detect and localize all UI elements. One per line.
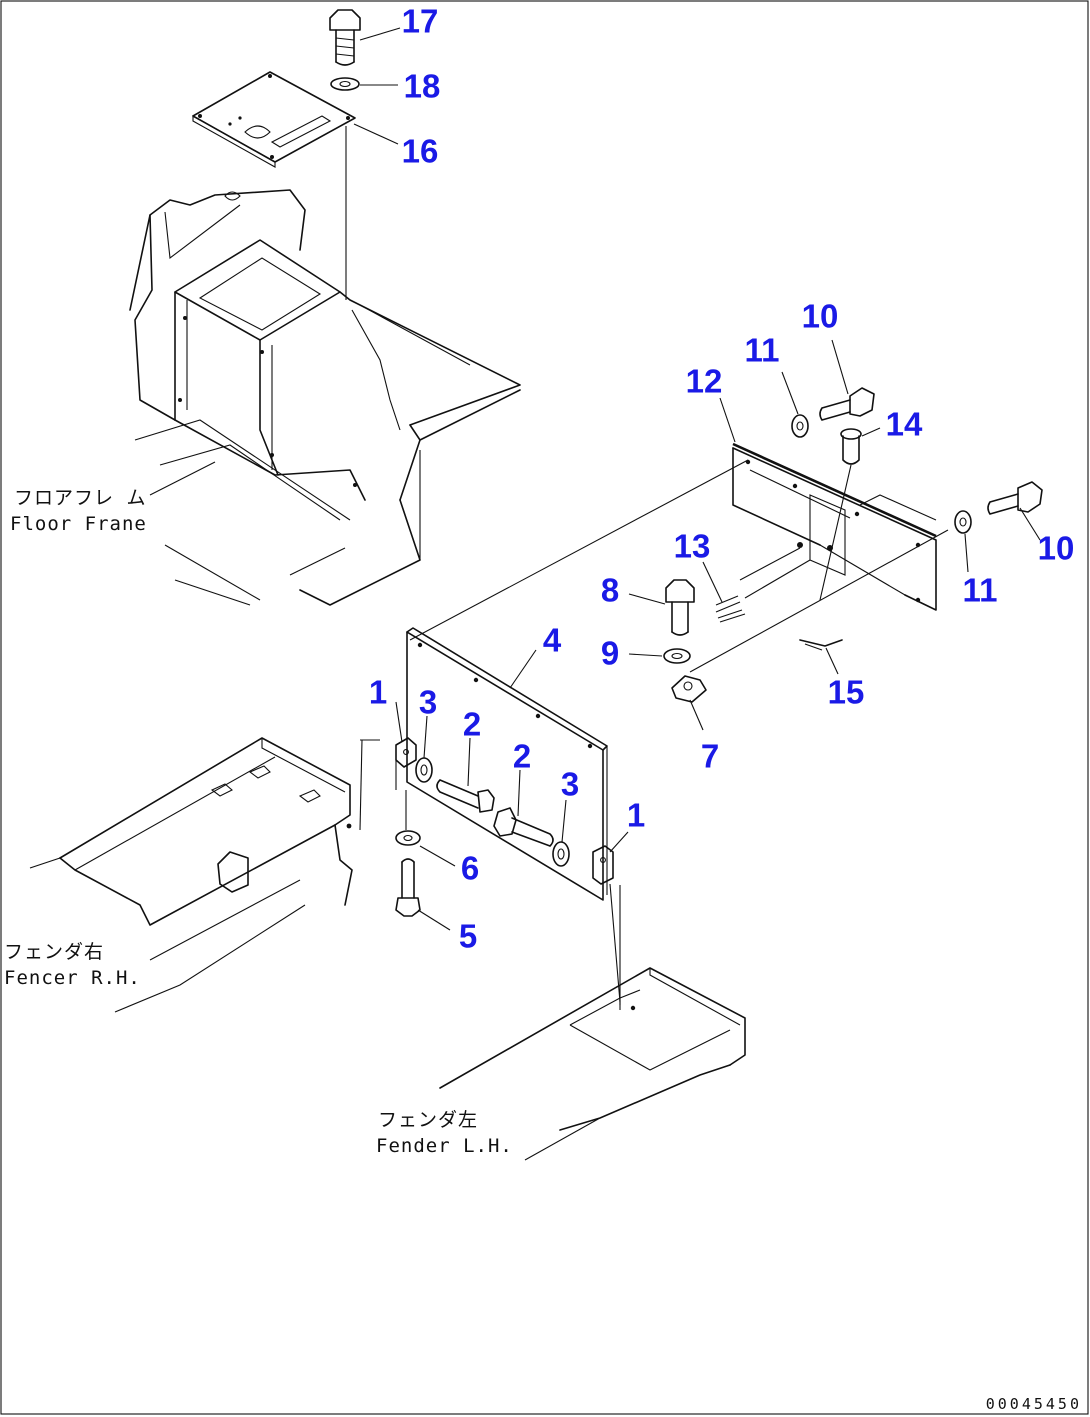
pin-14-drawing	[819, 428, 862, 601]
fender-rh-label-jp: フェンダ右	[4, 941, 105, 963]
callout-7: 7	[700, 737, 720, 775]
callout-16: 16	[401, 132, 439, 170]
callout-10-right: 10	[1037, 529, 1075, 567]
plate-4-drawing	[406, 627, 608, 901]
fender-lh-label-jp: フェンダ左	[378, 1109, 479, 1131]
floor-frame-drawing	[129, 189, 521, 606]
bracket-1-right-drawing	[592, 845, 614, 885]
callout-2-left: 2	[462, 705, 482, 743]
callout-17: 17	[401, 2, 439, 40]
callout-9: 9	[600, 634, 620, 672]
washer-11-top-drawing	[791, 414, 809, 438]
callout-13: 13	[673, 527, 711, 565]
spring-13-drawing	[715, 547, 811, 623]
callout-2-right: 2	[512, 737, 532, 775]
callout-4: 4	[542, 621, 562, 659]
callout-12: 12	[685, 362, 723, 400]
bolt-17-drawing	[329, 9, 361, 66]
floor-frame-label-jp: フロアフレ ム	[14, 487, 147, 509]
floor-frame-label-en: Floor Frane	[10, 513, 147, 535]
washer-11-right-drawing	[954, 510, 972, 534]
fender-rh-drawing	[29, 737, 353, 1013]
drawing-code: 00045450	[985, 1395, 1082, 1413]
callout-3-right: 3	[560, 765, 580, 803]
bolt-2-left-drawing	[436, 779, 495, 813]
washer-3-right-drawing	[552, 841, 570, 867]
bracket-7-drawing	[671, 675, 707, 703]
bolt-10-top-drawing	[819, 387, 875, 421]
callout-8: 8	[600, 571, 620, 609]
bolt-2-right-drawing	[493, 807, 554, 847]
washer-3-left-drawing	[415, 757, 433, 783]
fender-rh-label-en: Fencer R.H.	[4, 967, 141, 989]
callout-1-left: 1	[368, 673, 388, 711]
callout-14: 14	[885, 405, 923, 443]
callout-15: 15	[827, 673, 865, 711]
clip-15-drawing	[799, 639, 843, 651]
callout-11-right: 11	[962, 571, 998, 609]
callout-18: 18	[403, 67, 441, 105]
fender-lh-label-en: Fender L.H.	[376, 1135, 513, 1157]
callout-3-left: 3	[418, 683, 438, 721]
bolt-10-right-drawing	[987, 481, 1043, 515]
bolt-5-drawing	[395, 858, 421, 917]
callout-1-right: 1	[626, 796, 646, 834]
bracket-plate-right-drawing	[732, 442, 937, 611]
washer-6-drawing	[395, 830, 421, 846]
callout-6: 6	[460, 849, 480, 887]
bracket-1-left-drawing	[395, 737, 417, 790]
washer-9-drawing	[663, 648, 691, 664]
bolt-8-drawing	[665, 579, 695, 636]
fender-lh-drawing	[439, 885, 746, 1161]
cover-plate-16-drawing	[192, 71, 356, 168]
washer-18-drawing	[330, 77, 360, 91]
callout-11-top: 11	[744, 331, 780, 369]
callout-5: 5	[458, 917, 478, 955]
callout-10-top: 10	[801, 297, 839, 335]
